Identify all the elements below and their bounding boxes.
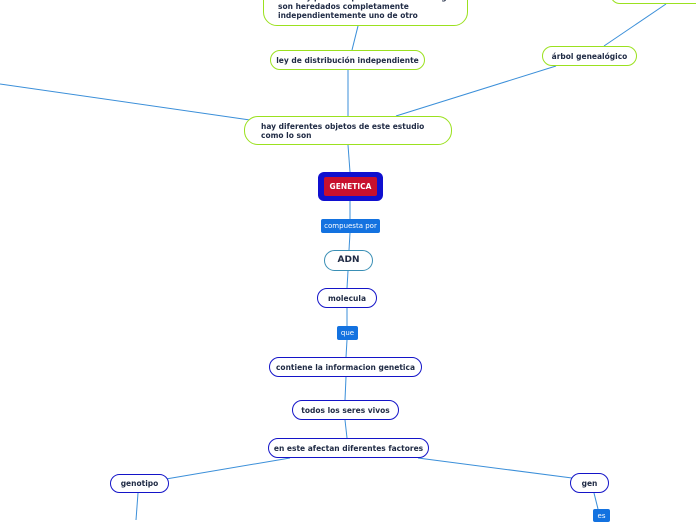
node-ley-distribucion[interactable]: ley de distribución independiente (270, 50, 425, 70)
link-label-es-text: es (597, 511, 606, 520)
node-factores-text: en este afectan diferentes factores (273, 443, 424, 453)
link-topright-arbol (603, 3, 667, 47)
node-factores[interactable]: en este afectan diferentes factores (268, 438, 429, 458)
node-ley-text: ley de distribución independiente (276, 55, 419, 65)
link-left-objetos (0, 83, 251, 121)
link-adn-molecula (346, 270, 349, 289)
node-objetos-estudio[interactable]: hay diferentes objetos de este estudio c… (244, 116, 452, 145)
link-label-que[interactable]: que (337, 326, 358, 340)
node-todos-text: todos los seres vivos (301, 405, 390, 415)
link-factores-gen (417, 457, 573, 479)
node-adn[interactable]: ADN (324, 250, 373, 271)
node-genotipo-text: genotipo (120, 479, 159, 488)
link-objetos-genetica (347, 144, 351, 173)
link-label-es[interactable]: es (593, 509, 610, 522)
link-gen-es (593, 492, 599, 510)
link-factores-genotipo (165, 457, 291, 480)
node-gen-text: gen (581, 478, 598, 488)
node-independence-note-text: Esta ley plantea que los diferentes rasg… (278, 0, 456, 20)
node-genotipo[interactable]: genotipo (110, 474, 169, 493)
node-contiene-informacion[interactable]: contiene la informacion genetica (269, 357, 422, 377)
link-genotipo-down (135, 492, 139, 520)
node-independence-note[interactable]: Esta ley plantea que los diferentes rasg… (263, 0, 468, 26)
link-compuesta-adn (348, 232, 351, 251)
link-label-que-text: que (340, 329, 355, 337)
node-adn-text: ADN (337, 255, 360, 265)
link-todos-factores (344, 419, 348, 439)
node-molecula-text: molecula (327, 293, 367, 303)
link-contiene-todos (344, 376, 347, 401)
link-arbol-objetos (395, 65, 557, 117)
central-topic-label: GENETICA (323, 177, 378, 196)
central-topic-genetica[interactable]: GENETICA (318, 172, 383, 201)
node-gen[interactable]: gen (570, 473, 609, 493)
link-note-ley (351, 25, 359, 51)
link-label-compuesta-por[interactable]: compuesta por (321, 219, 380, 233)
node-topright-partial[interactable] (610, 0, 696, 4)
node-contiene-text: contiene la informacion genetica (275, 362, 416, 372)
link-que-contiene (345, 339, 348, 358)
node-arbol-genealogico[interactable]: árbol genealógico (542, 46, 637, 66)
node-arbol-text: árbol genealógico (551, 51, 628, 61)
link-label-compuesta-text: compuesta por (324, 222, 377, 230)
node-todos-seres-vivos[interactable]: todos los seres vivos (292, 400, 399, 420)
node-objetos-text: hay diferentes objetos de este estudio c… (261, 121, 425, 140)
node-molecula[interactable]: molecula (317, 288, 377, 308)
